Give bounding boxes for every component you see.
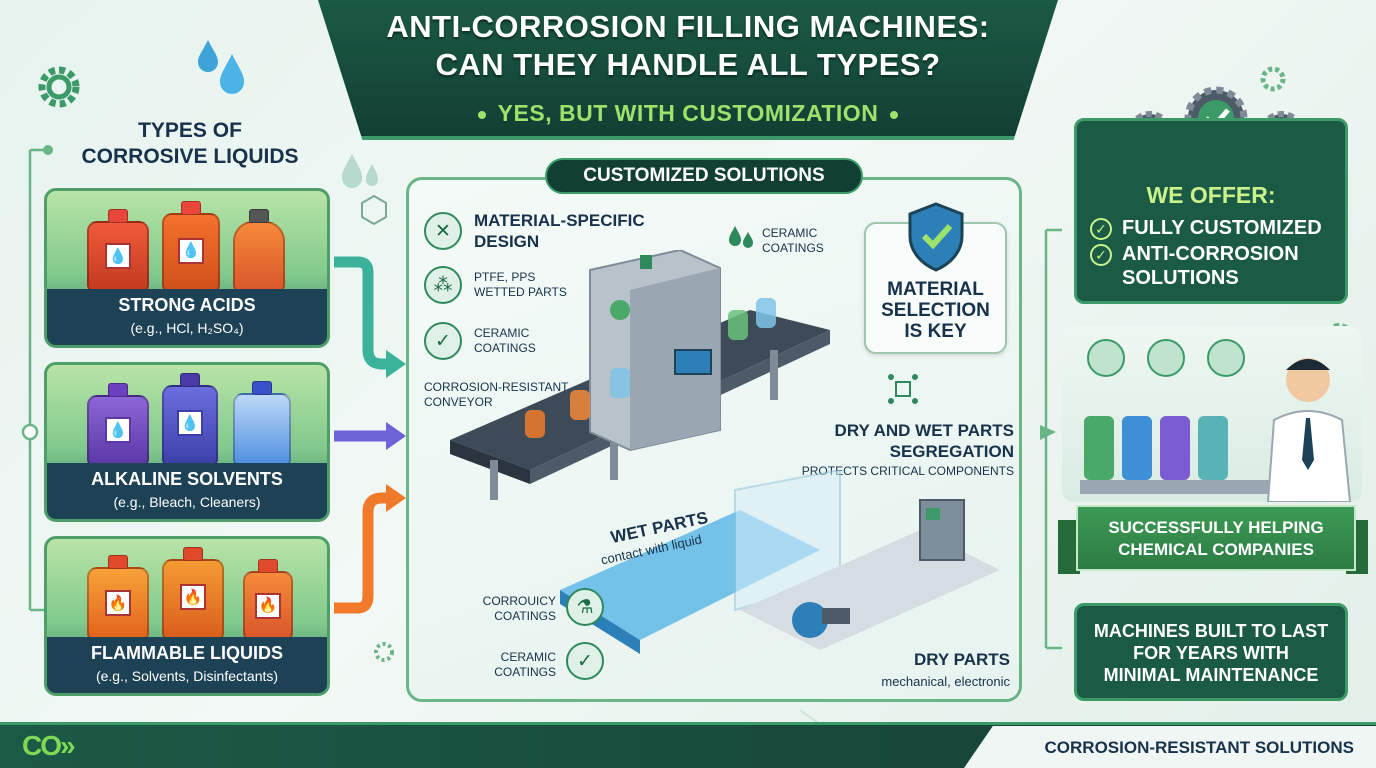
flow-arrows [334, 256, 406, 614]
page-title-line1: ANTI-CORROSION FILLING MACHINES: [386, 9, 990, 44]
dry-parts-label: DRY PARTS [913, 650, 1010, 669]
ceramic-drops-icon [729, 226, 753, 248]
gear-icon [374, 642, 394, 662]
customized-solutions-badge: CUSTOMIZED SOLUTIONS [545, 158, 863, 194]
offer-line-3: SOLUTIONS [1122, 267, 1239, 289]
card-strong-acids: 💧 💧 STRONG ACIDS (e.g., HCl, H₂SO₄) [44, 188, 330, 348]
protects-label: PROTECTS CRITICAL COMPONENTS [801, 464, 1014, 478]
card-alkaline-solvents: 💧 💧 ALKALINE SOLVENTS (e.g., Bleach, Cle… [44, 362, 330, 522]
check-icon: ✓ [1090, 218, 1112, 240]
check-icon: ✓ [1090, 244, 1112, 266]
dry-parts-sublabel: mechanical, electronic [881, 674, 1010, 689]
filling-machine-illustration [450, 250, 830, 500]
we-offer-box [1074, 118, 1348, 304]
wet-dry-illustration [560, 470, 1000, 654]
alkaline-caption: ALKALINE SOLVENTS (e.g., Bleach, Cleaner… [47, 463, 327, 519]
page-subtitle: YES, BUT WITH CUSTOMIZATION [338, 100, 1038, 127]
tools-icon: ✕ [424, 212, 462, 250]
flammable-bottles: 🔥 🔥 🔥 [47, 539, 327, 643]
acid-bottles: 💧 💧 [47, 191, 327, 295]
header-banner [318, 0, 1058, 140]
success-ribbon: SUCCESSFULLY HELPING CHEMICAL COMPANIES [1076, 505, 1356, 571]
flame-icon: 🔥 [105, 590, 131, 616]
gear-icon [38, 66, 80, 108]
material-selection-text: MATERIAL SELECTION IS KEY [881, 279, 990, 342]
brand-logo: CO» [22, 730, 76, 761]
flammable-caption: FLAMMABLE LIQUIDS (e.g., Solvents, Disin… [47, 637, 327, 693]
offer-line-1: ✓FULLY CUSTOMIZED [1090, 216, 1322, 240]
shield-check-icon [908, 202, 964, 272]
flame-drop-icon: 💧 [105, 243, 131, 270]
page-title-line2: CAN THEY HANDLE ALL TYPES? [435, 47, 941, 82]
water-drops-icon [342, 154, 378, 188]
ribbon-tail-left [1058, 520, 1080, 574]
molecule-icon [361, 194, 387, 226]
acid-caption: STRONG ACIDS (e.g., HCl, H₂SO₄) [47, 289, 327, 345]
water-drops-icon [198, 40, 244, 94]
molecule-icon: ⁂ [424, 266, 462, 304]
types-heading: TYPES OF CORROSIVE LIQUIDS [81, 119, 299, 168]
footer-label: CORROSION-RESISTANT SOLUTIONS [964, 726, 1376, 768]
card-flammable-liquids: 🔥 🔥 🔥 FLAMMABLE LIQUIDS (e.g., Solvents,… [44, 536, 330, 696]
shield-check-icon: ✓ [424, 322, 462, 360]
flask-icon: ⚗ [566, 588, 604, 626]
alkaline-bottles: 💧 💧 [47, 365, 327, 469]
offer-line-2: ✓ANTI-CORROSION [1090, 242, 1299, 266]
header: ANTI-CORROSION FILLING MACHINES: CAN THE… [338, 8, 1038, 127]
maintenance-box: MACHINES BUILT TO LAST FOR YEARS WITH MI… [1074, 603, 1348, 701]
we-offer-title: WE OFFER: [1146, 182, 1276, 208]
gear-icon [1260, 66, 1286, 92]
node-network-icon [888, 374, 918, 404]
shield-check-icon: ✓ [566, 642, 604, 680]
lab-illustration [1080, 339, 1352, 502]
